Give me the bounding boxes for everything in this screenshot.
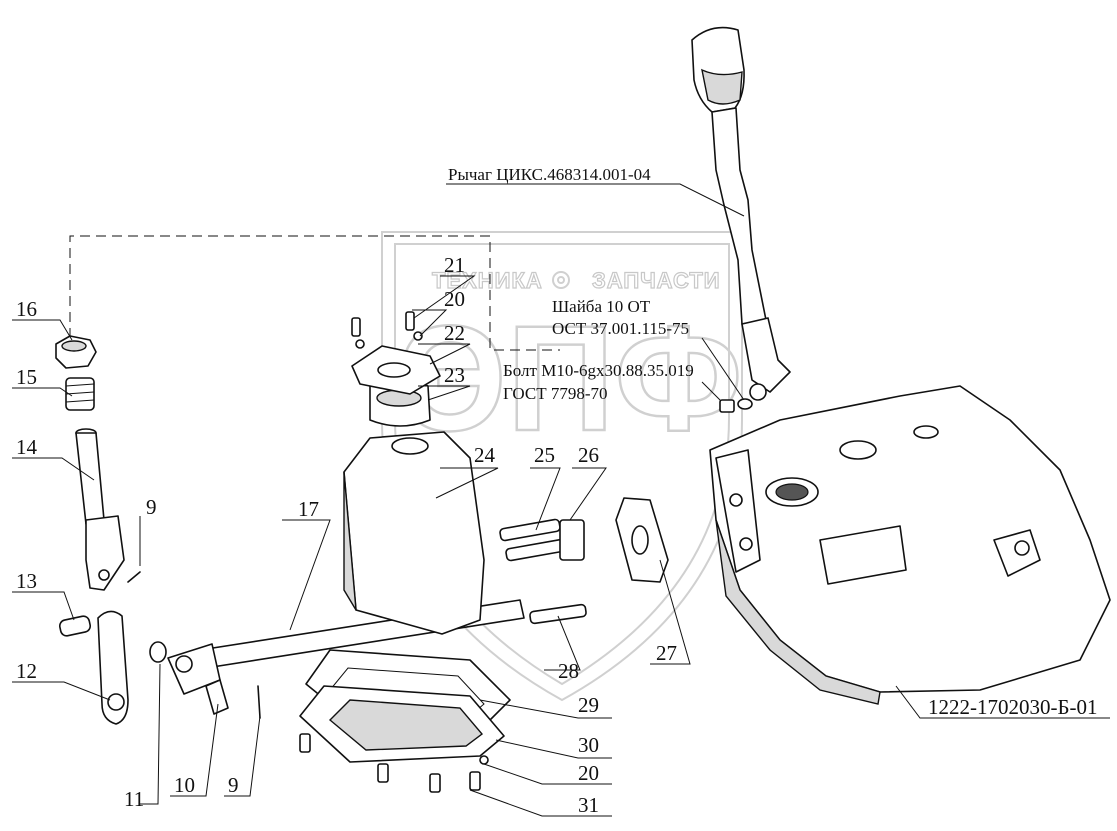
bolt-label-line1: Болт М10-6gx30.88.35.019 xyxy=(503,361,694,380)
bolts-21-20 xyxy=(351,311,423,349)
lever-leader xyxy=(446,183,745,217)
callout-25: 25 xyxy=(534,443,555,467)
callout-23: 23 xyxy=(444,363,465,387)
gear-lever xyxy=(691,26,791,401)
gasket-27 xyxy=(615,497,669,583)
bolt-label-line2: ГОСТ 7798-70 xyxy=(503,384,608,403)
link-12 xyxy=(97,610,129,725)
washer-leader xyxy=(701,337,745,401)
lever-label: Рычаг ЦИКС.468314.001-04 xyxy=(448,165,651,184)
callout-20-lower: 20 xyxy=(578,761,599,785)
callout-24: 24 xyxy=(474,443,496,467)
gear-icon xyxy=(552,271,570,289)
cover-plate-30 xyxy=(299,685,505,763)
callout-21: 21 xyxy=(444,253,465,277)
bolts-20-31 xyxy=(299,733,489,793)
callout-31: 31 xyxy=(578,793,599,817)
callout-10: 10 xyxy=(174,773,195,797)
clamp-bolts-25-26 xyxy=(499,518,585,562)
watermark-right-word: ЗАПЧАСТИ xyxy=(592,268,721,293)
callout-16: 16 xyxy=(16,297,37,321)
callout-12: 12 xyxy=(16,659,37,683)
pin-9-lower xyxy=(257,685,261,719)
watermark-logo: ЭПФ xyxy=(400,294,743,462)
callout-leaders xyxy=(12,275,691,817)
assembly-leader xyxy=(895,685,1110,719)
rod-14 xyxy=(75,428,125,591)
callout-17: 17 xyxy=(298,497,319,521)
callout-22: 22 xyxy=(444,321,465,345)
spring-15 xyxy=(65,377,95,411)
callout-26: 26 xyxy=(578,443,599,467)
assembly-label: 1222-1702030-Б-01 xyxy=(928,695,1098,719)
lever-bolt xyxy=(719,398,753,413)
callout-11: 11 xyxy=(124,787,144,811)
washer-label-line1: Шайба 10 ОТ xyxy=(552,297,651,316)
callout-9-lower: 9 xyxy=(228,773,239,797)
nut-16 xyxy=(55,335,97,369)
cover-22 xyxy=(351,345,441,395)
callout-13: 13 xyxy=(16,569,37,593)
callout-27: 27 xyxy=(656,641,677,665)
callout-20-upper: 20 xyxy=(444,287,465,311)
watermark-left-word: ТЕХНИКА xyxy=(432,268,543,293)
gearbox-cover-assembly xyxy=(709,385,1111,705)
company-logo-icon: ЭПФ xyxy=(399,293,744,464)
watermark: ТЕХНИКА ЗАПЧАСТИ ЭПФ xyxy=(381,231,744,702)
callout-29: 29 xyxy=(578,693,599,717)
bolt-28 xyxy=(529,603,587,625)
callout-14: 14 xyxy=(16,435,38,459)
dashed-connection-line xyxy=(69,235,560,351)
callout-numbers: 16 15 14 13 12 9 11 10 9 17 21 20 22 23 … xyxy=(16,253,677,817)
callout-30: 30 xyxy=(578,733,599,757)
washer-label-line2: ОСТ 37.001.115-75 xyxy=(552,319,689,338)
pin-9-upper xyxy=(127,571,141,583)
callout-28: 28 xyxy=(558,659,579,683)
callout-15: 15 xyxy=(16,365,37,389)
callout-9-upper: 9 xyxy=(146,495,157,519)
housing-24 xyxy=(343,431,485,635)
bolt-13 xyxy=(58,615,92,637)
